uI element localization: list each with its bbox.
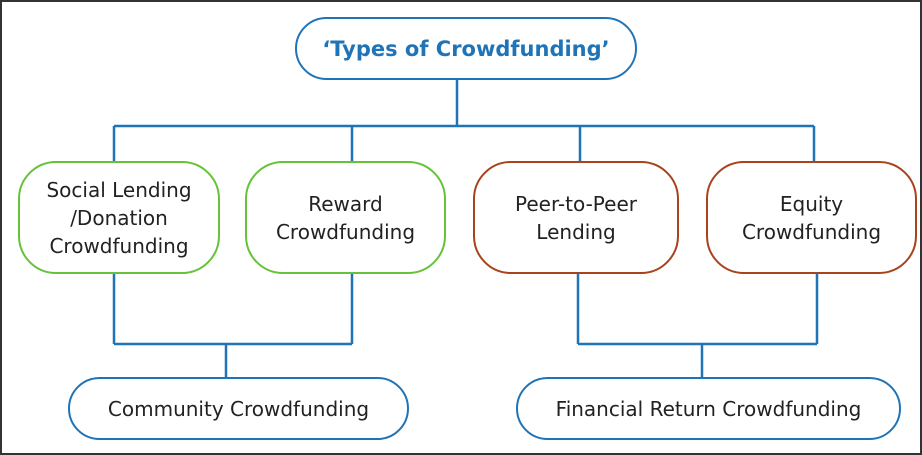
- group-node-label: Financial Return Crowdfunding: [555, 396, 862, 421]
- type-node-equity: Equity Crowdfunding: [706, 161, 917, 274]
- type-node-label: Equity Crowdfunding: [741, 191, 882, 244]
- group-node-community: Community Crowdfunding: [68, 377, 409, 440]
- type-node-label: Social Lending /Donation Crowdfunding: [46, 177, 192, 258]
- root-node: ‘Types of Crowdfunding’: [295, 17, 637, 80]
- type-node-peer-to-peer: Peer-to-Peer Lending: [473, 161, 679, 274]
- type-node-reward: Reward Crowdfunding: [245, 161, 446, 274]
- type-node-label: Reward Crowdfunding: [275, 191, 416, 244]
- group-node-financial: Financial Return Crowdfunding: [516, 377, 901, 440]
- type-node-social-lending: Social Lending /Donation Crowdfunding: [18, 161, 220, 274]
- type-node-label: Peer-to-Peer Lending: [515, 191, 637, 244]
- group-node-label: Community Crowdfunding: [107, 396, 370, 421]
- root-node-label: ‘Types of Crowdfunding’: [322, 36, 610, 61]
